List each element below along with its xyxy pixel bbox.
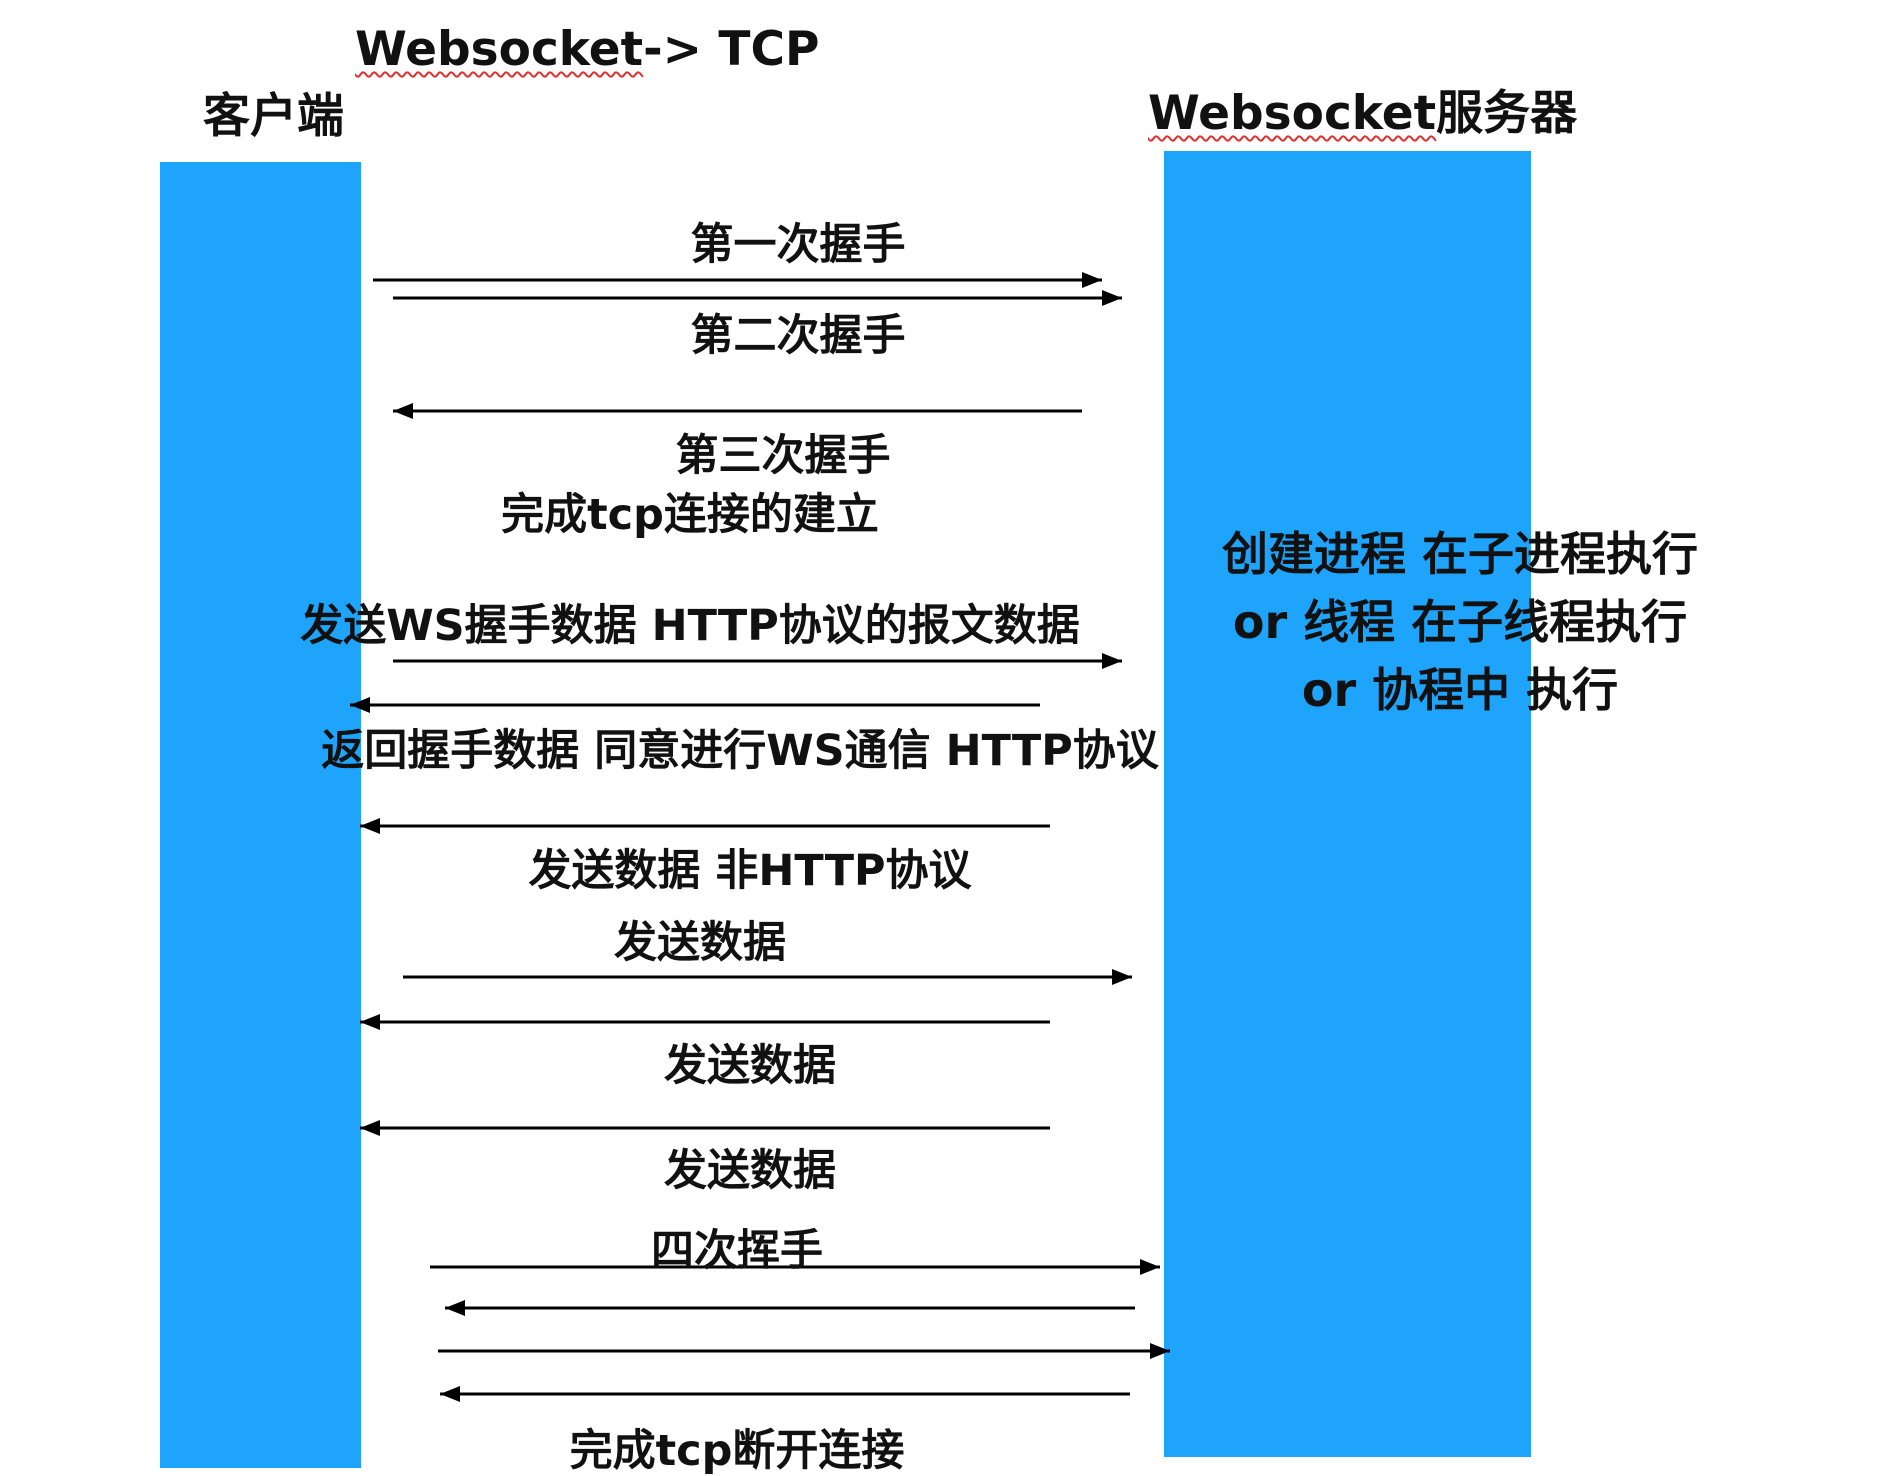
msg-label-tcp-established: 完成tcp连接的建立 — [501, 490, 879, 540]
server-label: Websocket服务器 — [1148, 90, 1577, 137]
client-label: 客户端 — [203, 89, 344, 144]
arrow-ws-handshake-request — [393, 653, 1122, 669]
client-lifeline — [160, 162, 361, 1468]
server-note-line-process: 创建进程 在子进程执行 — [1221, 527, 1699, 581]
server-label-name: Websocket — [1148, 86, 1437, 141]
msg-label-handshake-3: 第三次握手 — [675, 431, 891, 481]
msg-label-tcp-closed: 完成tcp断开连接 — [569, 1426, 905, 1476]
arrow-teardown-2 — [445, 1300, 1135, 1316]
arrow-ws-handshake-response — [350, 697, 1040, 713]
arrow-send-data-3 — [360, 1014, 1050, 1030]
msg-label-ws-handshake-response: 返回握手数据 同意进行WS通信 HTTP协议 — [321, 726, 1159, 776]
server-label-suffix: 服务器 — [1436, 86, 1578, 141]
arrow-handshake-2 — [393, 290, 1122, 306]
arrow-send-data-4 — [360, 1120, 1050, 1136]
arrow-teardown-3 — [438, 1343, 1170, 1359]
msg-label-ws-handshake-request: 发送WS握手数据 HTTP协议的报文数据 — [300, 601, 1080, 651]
title-protocol-tcp: -> TCP — [643, 22, 820, 77]
arrow-send-data-2 — [403, 969, 1132, 985]
msg-label-send-data-1: 发送数据 非HTTP协议 — [528, 846, 972, 896]
arrow-teardown-1 — [430, 1259, 1160, 1275]
title-protocol-websocket: Websocket — [355, 22, 644, 77]
server-concurrency-note: 创建进程 在子进程执行 or 线程 在子线程执行 or 协程中 执行 — [1222, 520, 1698, 724]
arrow-handshake-1 — [373, 272, 1102, 288]
server-lifeline — [1164, 151, 1531, 1457]
server-note-line-thread: or 线程 在子线程执行 — [1232, 595, 1688, 649]
arrow-teardown-4 — [440, 1386, 1130, 1402]
msg-label-send-data-2: 发送数据 — [614, 918, 786, 968]
msg-label-four-way-wave: 四次挥手 — [651, 1226, 823, 1276]
msg-label-send-data-3: 发送数据 — [664, 1041, 836, 1091]
arrow-send-data-1 — [360, 818, 1050, 834]
msg-label-handshake-2: 第二次握手 — [690, 311, 906, 361]
msg-label-handshake-1: 第一次握手 — [690, 220, 906, 270]
msg-label-send-data-4: 发送数据 — [664, 1146, 836, 1196]
server-note-line-coroutine: or 协程中 执行 — [1301, 663, 1619, 717]
diagram-title: Websocket-> TCP — [355, 26, 819, 73]
arrow-handshake-3 — [393, 403, 1082, 419]
